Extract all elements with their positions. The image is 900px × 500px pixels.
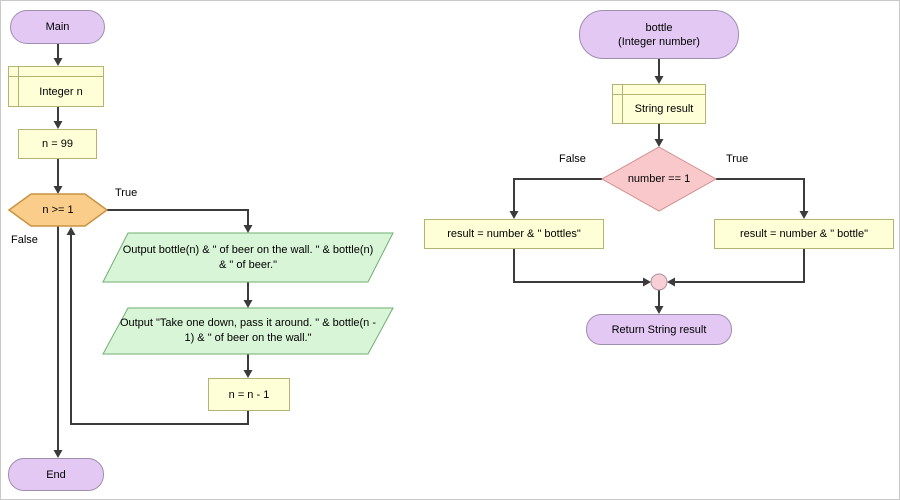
declaration-top-band — [9, 76, 103, 77]
main-end-terminal[interactable]: End — [8, 458, 104, 491]
declaration-label: String result — [634, 103, 694, 115]
edge-decision-true — [716, 178, 805, 212]
arrowhead — [654, 139, 664, 147]
decision-true-branch-label: True — [726, 153, 749, 165]
arrowhead — [654, 76, 664, 84]
loop-true-branch-label: True — [115, 187, 138, 199]
output-parallelogram-shape[interactable] — [102, 307, 394, 355]
arrowhead — [53, 450, 63, 458]
arrowhead — [243, 225, 253, 233]
arrowhead — [53, 58, 63, 66]
arrowhead — [243, 370, 253, 378]
arrowhead — [654, 306, 664, 314]
output-parallelogram-shape[interactable] — [102, 232, 394, 283]
edge-decision-false — [513, 178, 602, 212]
declare-string-result-node[interactable]: String result — [612, 84, 706, 124]
declaration-top-band — [613, 94, 705, 95]
assign-result-bottle-node[interactable]: result = number & " bottle" — [714, 219, 894, 249]
arrowhead — [509, 211, 519, 219]
arrowhead — [643, 277, 651, 287]
edge-loop-back — [70, 234, 249, 425]
return-terminal[interactable]: Return String result — [586, 314, 732, 345]
edge-loop-true — [107, 209, 249, 226]
loop-hexagon-shape[interactable] — [7, 193, 109, 227]
declaration-left-band — [18, 67, 19, 106]
merge-junction[interactable] — [650, 273, 668, 291]
main-start-terminal[interactable]: Main — [10, 10, 105, 44]
declaration-left-band — [622, 85, 623, 123]
assign-result-bottles-node[interactable]: result = number & " bottles" — [424, 219, 604, 249]
decision-diamond-shape[interactable] — [600, 146, 718, 212]
function-params-label: (Integer number) — [618, 35, 700, 48]
declaration-label: Integer n — [39, 85, 83, 98]
arrowhead — [667, 277, 675, 287]
arrowhead — [799, 211, 809, 219]
arrowhead — [243, 300, 253, 308]
arrowhead — [53, 186, 63, 194]
assign-n-99-node[interactable]: n = 99 — [18, 129, 97, 159]
arrowhead — [53, 121, 63, 129]
assign-n-decrement-node[interactable]: n = n - 1 — [208, 378, 290, 411]
bottle-function-terminal[interactable]: bottle (Integer number) — [579, 10, 739, 59]
edge-false-branch-to-merge — [513, 249, 644, 283]
edge-true-branch-to-merge — [674, 249, 805, 283]
decision-false-branch-label: False — [559, 153, 586, 165]
function-name-label: bottle — [645, 21, 673, 34]
arrowhead — [66, 227, 76, 235]
declare-integer-n-node[interactable]: Integer n — [8, 66, 104, 107]
loop-false-branch-label: False — [11, 234, 38, 246]
